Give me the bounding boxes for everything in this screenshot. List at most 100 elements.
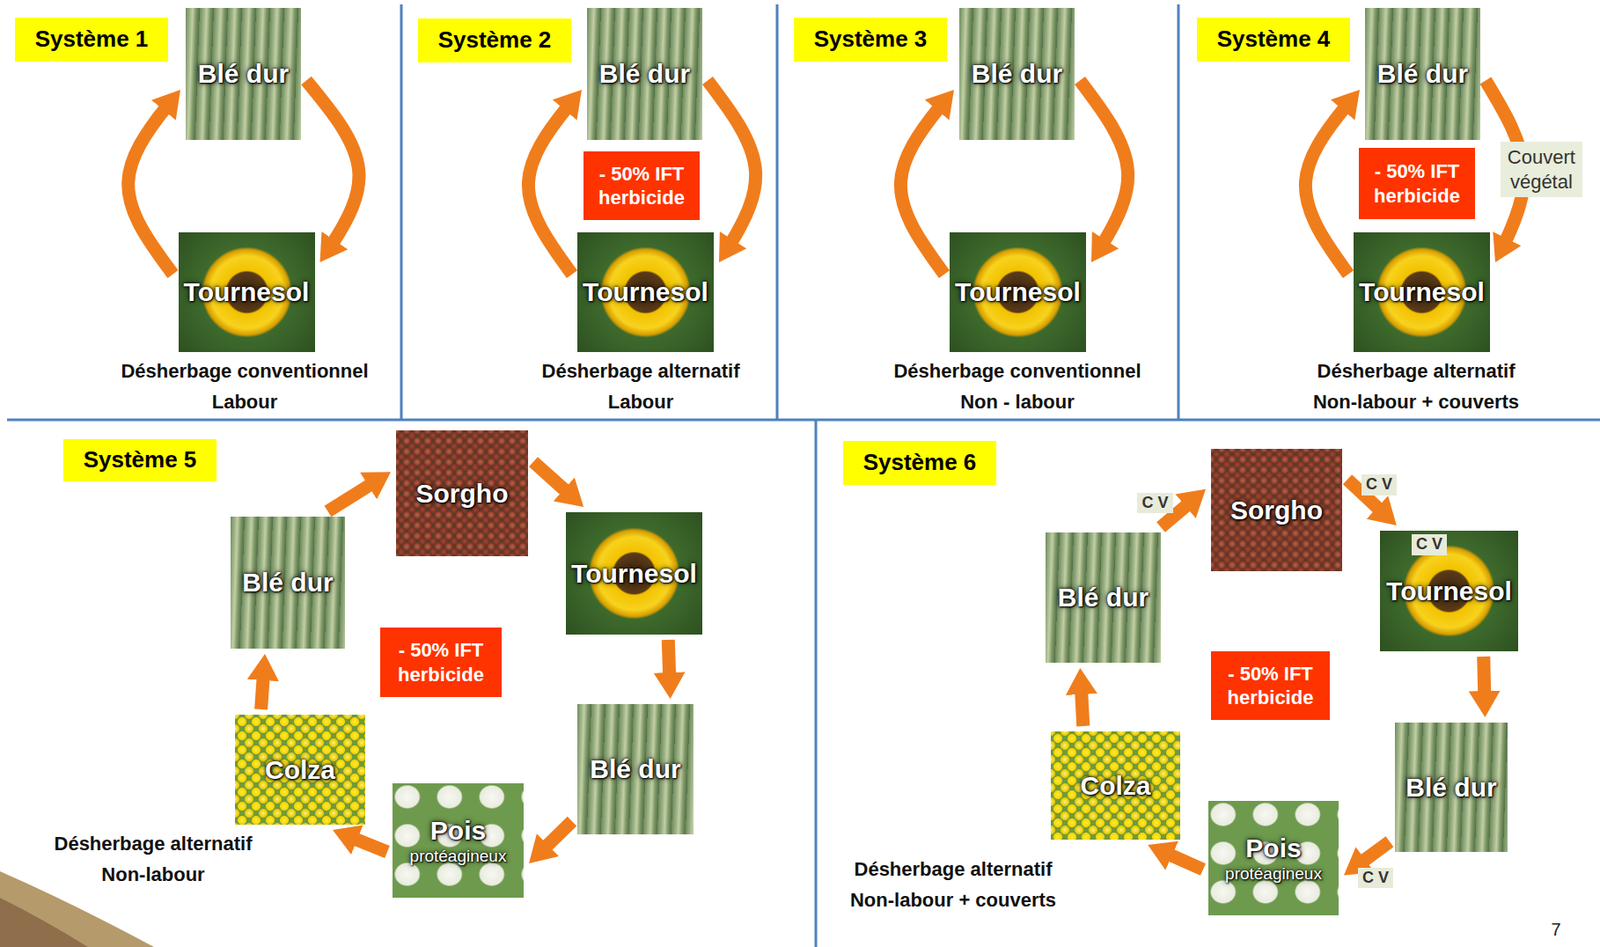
crop-name: Blé dur: [198, 58, 289, 90]
crop-name: Sorgho: [1230, 494, 1323, 527]
crop-name: Blé dur: [1377, 58, 1468, 90]
rotation-arrow: [332, 829, 388, 852]
system-name: Système 2: [438, 26, 552, 54]
crop-name: Tournesol: [954, 276, 1081, 309]
crop-photo: Sorgho: [1211, 448, 1343, 572]
system-label: Système 5: [63, 439, 217, 482]
rotation-arrow: [900, 89, 955, 275]
crop-name: Tournesol: [1386, 575, 1512, 608]
system-name: Système 3: [814, 25, 928, 53]
rotation-arrow: [528, 89, 582, 275]
practice-caption: Non-labour + couverts: [850, 888, 1057, 912]
panel-divider: [814, 419, 818, 947]
cover-crop-tag: C V: [1357, 867, 1394, 889]
rotation-arrow: [1305, 89, 1360, 275]
practice-caption: Désherbage alternatif: [1317, 359, 1516, 383]
connector-group: [128, 80, 1525, 876]
crop-photo: Colza: [234, 714, 366, 825]
cover-crop-tag: C V: [1137, 492, 1173, 514]
crop-photo: Tournesol: [949, 232, 1087, 353]
rotation-arrow: [707, 80, 756, 264]
cover-crop-label: Couvert végétal: [1500, 141, 1583, 198]
crop-name: Tournesol: [1358, 276, 1485, 309]
crop-name: protéagineux: [410, 846, 507, 867]
logo-swoosh: [0, 897, 89, 947]
crop-photo: Tournesol: [1379, 530, 1519, 652]
crop-photo: Tournesol: [565, 512, 703, 635]
practice-caption: Labour: [608, 390, 675, 414]
ift-reduction-text: - 50% IFT herbicide: [1365, 159, 1468, 208]
crop-photo: Blé dur: [577, 704, 694, 835]
crop-name: Blé dur: [1405, 771, 1497, 804]
rotation-arrow: [261, 653, 265, 710]
system-label: Système 6: [843, 440, 997, 485]
ift-reduction-text: - 50% IFT herbicide: [590, 161, 693, 211]
ift-reduction-badge: - 50% IFT herbicide: [1358, 147, 1476, 220]
crop-photo: Blé dur: [959, 7, 1075, 140]
ift-reduction-badge: - 50% IFT herbicide: [1211, 651, 1330, 720]
ift-reduction-text: - 50% IFT herbicide: [1218, 661, 1323, 711]
rotation-arrow: [533, 462, 584, 507]
crop-photo: Poisprotéagineux: [1208, 800, 1339, 916]
rotation-arrow: [667, 639, 670, 699]
practice-caption: Non-labour: [101, 863, 205, 887]
crop-name: Sorgho: [416, 477, 509, 510]
practice-caption: Labour: [212, 390, 279, 414]
ift-reduction-text: - 50% IFT herbicide: [387, 638, 495, 687]
crop-name: Colza: [1079, 770, 1151, 802]
practice-caption: Désherbage alternatif: [854, 858, 1053, 881]
crop-name: Colza: [264, 754, 336, 786]
crop-photo: Blé dur: [230, 516, 345, 649]
crop-photo: Tournesol: [577, 232, 714, 353]
crop-photo: Tournesol: [178, 232, 316, 353]
crop-name: Tournesol: [571, 557, 698, 590]
crop-photo: Blé dur: [1365, 7, 1481, 140]
practice-caption: Désherbage conventionnel: [120, 359, 368, 383]
rotation-arrow: [1483, 656, 1486, 718]
crop-name: Blé dur: [599, 58, 690, 90]
panel-divider: [776, 4, 779, 420]
practice-caption: Désherbage alternatif: [54, 832, 253, 856]
ift-reduction-badge: - 50% IFT herbicide: [583, 151, 700, 221]
practice-caption: Désherbage alternatif: [542, 359, 741, 383]
crop-name: protéagineux: [1225, 864, 1322, 885]
crop-photo: Blé dur: [1394, 722, 1508, 852]
crop-name: Pois: [430, 814, 486, 847]
rotation-arrow: [1079, 80, 1129, 264]
rotation-arrow: [1079, 667, 1083, 727]
rotation-arrow: [128, 89, 181, 275]
crop-name: Blé dur: [589, 753, 681, 786]
panel-divider: [7, 418, 1600, 422]
system-label: Système 1: [14, 17, 169, 62]
rotation-arrow: [328, 471, 392, 512]
practice-caption: Désherbage conventionnel: [893, 359, 1141, 383]
crop-name: Tournesol: [183, 276, 310, 309]
system-name: Système 4: [1217, 25, 1331, 53]
crop-photo: Tournesol: [1353, 232, 1490, 353]
crop-photo: Blé dur: [587, 7, 703, 140]
crop-photo: Sorgho: [396, 430, 529, 557]
ift-reduction-badge: - 50% IFT herbicide: [380, 627, 502, 698]
system-name: Système 6: [863, 448, 977, 477]
crop-photo: Colza: [1050, 731, 1181, 840]
page-number: 7: [1550, 918, 1561, 940]
crop-name: Tournesol: [582, 276, 709, 309]
crop-photo: Poisprotéagineux: [392, 783, 524, 898]
cover-crop-tag: C V: [1361, 474, 1397, 496]
system-label: Système 4: [1196, 17, 1351, 62]
system-label: Système 2: [418, 18, 572, 63]
crop-name: Blé dur: [971, 58, 1063, 90]
rotation-arrow: [528, 821, 573, 864]
crop-name: Pois: [1245, 832, 1301, 865]
crop-name: Blé dur: [242, 566, 333, 599]
practice-caption: Non-labour + couverts: [1313, 390, 1520, 414]
panel-divider: [400, 4, 404, 420]
crop-name: Blé dur: [1057, 581, 1149, 614]
crop-photo: Blé dur: [1045, 532, 1161, 663]
panel-divider: [1177, 4, 1181, 420]
system-name: Système 1: [35, 25, 149, 53]
system-name: Système 5: [83, 446, 198, 474]
crop-photo: Blé dur: [185, 7, 301, 140]
practice-caption: Non - labour: [960, 390, 1075, 414]
rotation-arrow: [1147, 844, 1204, 870]
